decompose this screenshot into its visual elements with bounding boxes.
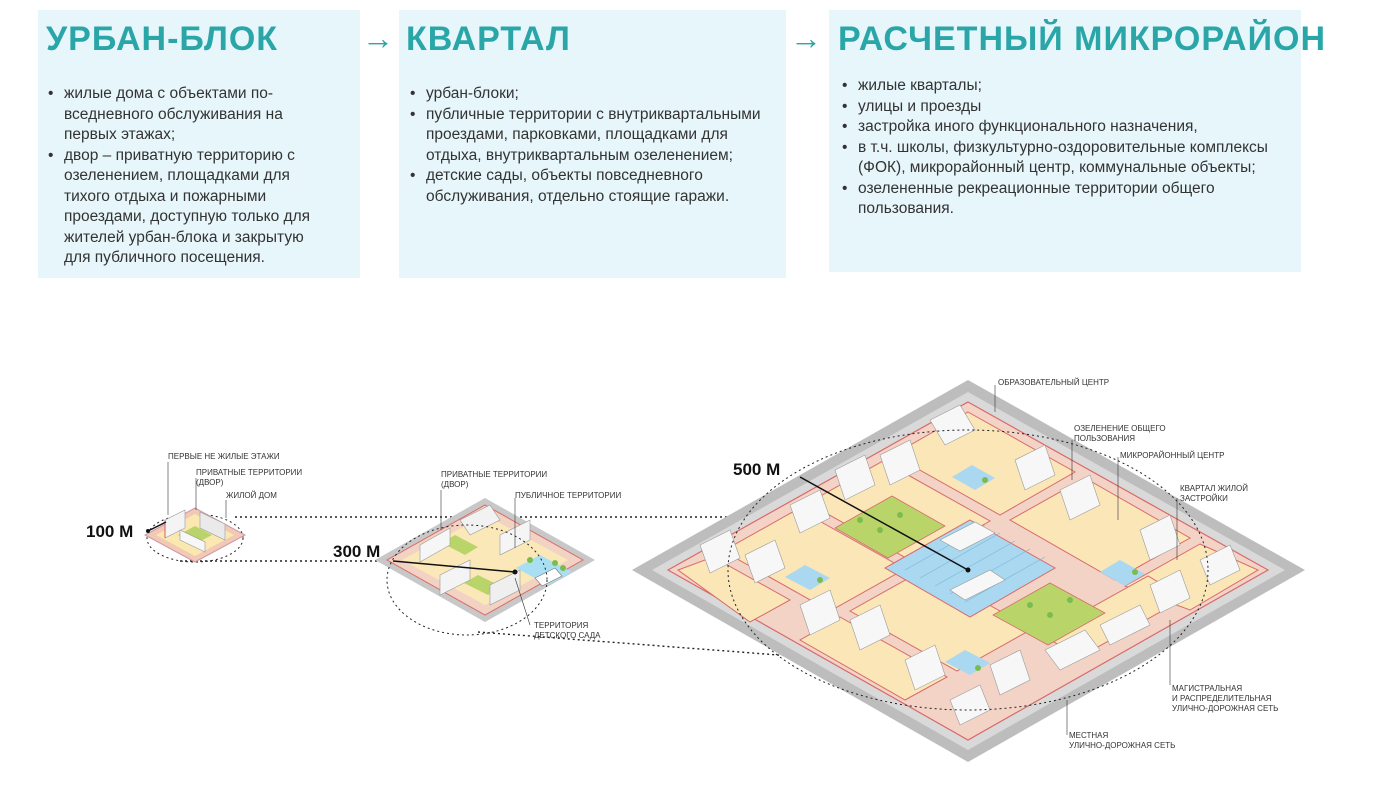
annotation: ТЕРРИТОРИЯ xyxy=(534,621,588,630)
panel-title-microdistrict: РАСЧЕТНЫЙ МИКРОРАЙОН xyxy=(838,20,1327,58)
list-item: жилые кварталы; xyxy=(838,76,1278,97)
scale-label-500: 500 М xyxy=(733,460,780,479)
list-item: публичные территории с внутриквартальным… xyxy=(406,105,776,167)
list-item: озелененные рекреационные территории общ… xyxy=(838,179,1278,220)
urban-block-leaders xyxy=(167,462,227,518)
annotation: И РАСПРЕДЕЛИТЕЛЬНАЯ xyxy=(1172,694,1272,703)
list-item: улицы и проезды xyxy=(838,97,1278,118)
panel-list-quarter: урбан-блоки; публичные территории с внут… xyxy=(406,84,776,207)
annotation: ДЕТСКОГО САДА xyxy=(534,631,601,640)
annotation: (ДВОР) xyxy=(196,478,224,487)
annotation: (ДВОР) xyxy=(441,480,469,489)
annotation: УЛИЧНО-ДОРОЖНАЯ СЕТЬ xyxy=(1172,704,1278,713)
annotation: УЛИЧНО-ДОРОЖНАЯ СЕТЬ xyxy=(1069,741,1175,750)
panel-list-microdistrict: жилые кварталы; улицы и проезды застройк… xyxy=(838,76,1278,220)
annotation: ЗАСТРОЙКИ xyxy=(1180,494,1228,503)
list-item: двор – приватную территорию с озеленение… xyxy=(44,146,334,269)
panel-list-urban-block: жилые дома с объектами по-вседневного об… xyxy=(44,84,334,269)
annotation: ОБРАЗОВАТЕЛЬНЫЙ ЦЕНТР xyxy=(998,378,1109,387)
annotation: ЖИЛОЙ ДОМ xyxy=(226,491,277,500)
list-item: жилые дома с объектами по-вседневного об… xyxy=(44,84,334,146)
panel-title-quarter: КВАРТАЛ xyxy=(406,20,571,58)
annotation: ОЗЕЛЕНЕНИЕ ОБЩЕГО xyxy=(1074,424,1166,433)
microdistrict-leaders xyxy=(994,385,1178,735)
annotation: ПРИВАТНЫЕ ТЕРРИТОРИИ xyxy=(196,468,302,477)
annotation: ПРИВАТНЫЕ ТЕРРИТОРИИ xyxy=(441,470,547,479)
list-item: урбан-блоки; xyxy=(406,84,776,105)
annotation: КВАРТАЛ ЖИЛОЙ xyxy=(1180,484,1248,493)
arrow-right-icon: → xyxy=(790,20,822,56)
scale-label-300: 300 М xyxy=(333,542,380,561)
panel-title-urban-block: УРБАН-БЛОК xyxy=(46,20,279,58)
annotation: МЕСТНАЯ xyxy=(1069,731,1109,740)
urban-block-diagram xyxy=(143,507,247,563)
annotation: МАГИСТРАЛЬНАЯ xyxy=(1172,684,1242,693)
quarter-diagram xyxy=(375,498,595,636)
list-item: застройка иного функционального назначен… xyxy=(838,117,1278,138)
annotation: ПОЛЬЗОВАНИЯ xyxy=(1074,434,1135,443)
annotation: ПУБЛИЧНОЕ ТЕРРИТОРИИ xyxy=(515,491,621,500)
annotation: ПЕРВЫЕ НЕ ЖИЛЫЕ ЭТАЖИ xyxy=(168,452,280,461)
annotation: МИКРОРАЙОННЫЙ ЦЕНТР xyxy=(1120,451,1224,460)
dotted-connectors xyxy=(180,516,871,663)
list-item: в т.ч. школы, физкультурно-оздоровительн… xyxy=(838,138,1278,179)
quarter-leaders xyxy=(440,490,531,626)
arrow-right-icon: → xyxy=(362,20,394,56)
list-item: детские сады, объекты повседневного обсл… xyxy=(406,166,776,207)
scale-label-100: 100 М xyxy=(86,522,133,541)
